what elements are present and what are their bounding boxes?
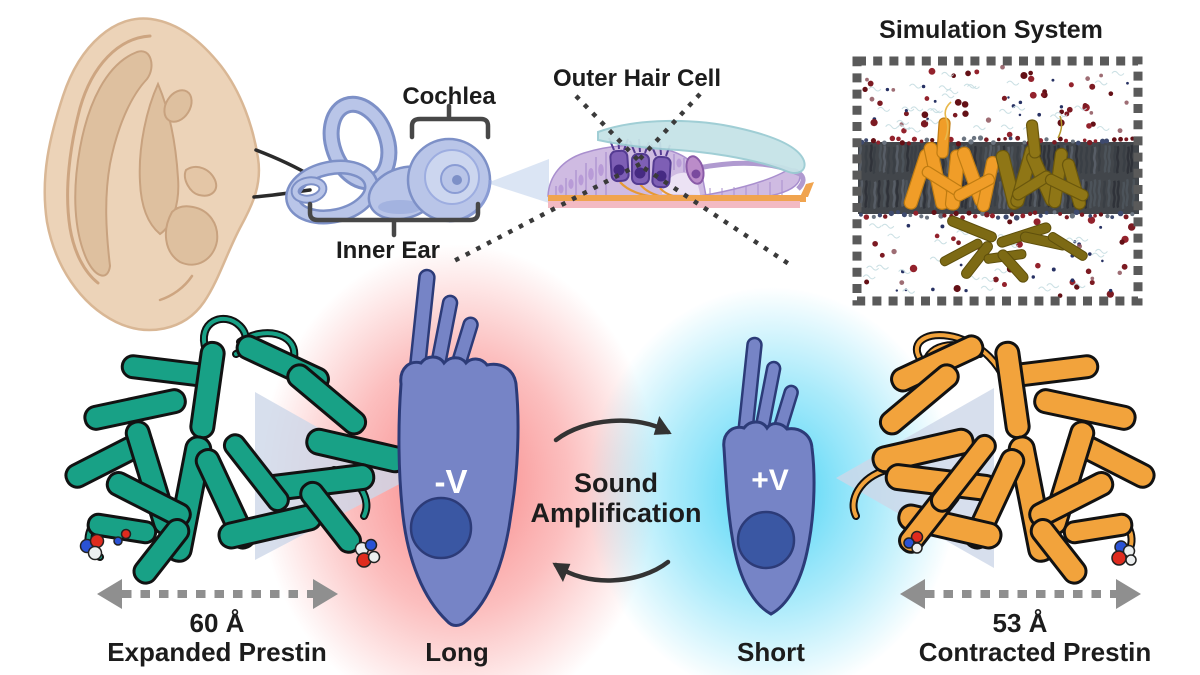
magnifier-dotted-lines xyxy=(450,92,794,268)
cycle-arrow-bottom xyxy=(552,559,671,583)
sim-prestin-dimer xyxy=(903,101,1089,283)
water-and-ions xyxy=(862,64,1136,298)
organ-of-corti-illustration xyxy=(547,119,814,208)
short-state-label: Short xyxy=(737,637,805,667)
contracted-measure-arrow xyxy=(900,579,1141,609)
long-cell-nucleus xyxy=(409,496,473,560)
sound-amplification-label-line2: Amplification xyxy=(530,498,701,528)
expanded-name-label: Expanded Prestin xyxy=(107,637,327,667)
simulation-box xyxy=(852,56,1143,306)
short-cell-nucleus xyxy=(736,510,796,570)
expanded-width-label: 60 Å xyxy=(190,608,245,638)
outer-hair-cells xyxy=(608,135,672,189)
inner-ear-illustration xyxy=(285,95,492,225)
short-voltage-label: +V xyxy=(751,464,789,497)
contracted-width-label: 53 Å xyxy=(993,608,1048,638)
zoom-beam-cochlea-to-organ xyxy=(487,159,549,203)
expanded-prestin-structure xyxy=(64,314,409,585)
long-voltage-label: -V xyxy=(435,463,468,500)
long-state-label: Long xyxy=(425,637,489,667)
cycle-arrow-top xyxy=(553,416,672,443)
inner-ear-label: Inner Ear xyxy=(336,237,440,264)
long-hair-cell-illustration xyxy=(397,268,520,627)
outer-hair-cell-label: Outer Hair Cell xyxy=(553,65,721,92)
sound-amplification-label-line1: Sound xyxy=(574,468,658,498)
expanded-measure-arrow xyxy=(97,579,338,609)
contracted-name-label: Contracted Prestin xyxy=(919,637,1152,667)
inner-ear-bracket xyxy=(307,201,481,238)
ear-illustration xyxy=(43,17,261,332)
contracted-prestin-structure xyxy=(849,331,1156,585)
simulation-title: Simulation System xyxy=(879,16,1103,44)
tectorial-membrane xyxy=(597,119,806,174)
short-hair-cell-illustration xyxy=(722,336,816,616)
cochlea-bracket xyxy=(409,103,491,140)
